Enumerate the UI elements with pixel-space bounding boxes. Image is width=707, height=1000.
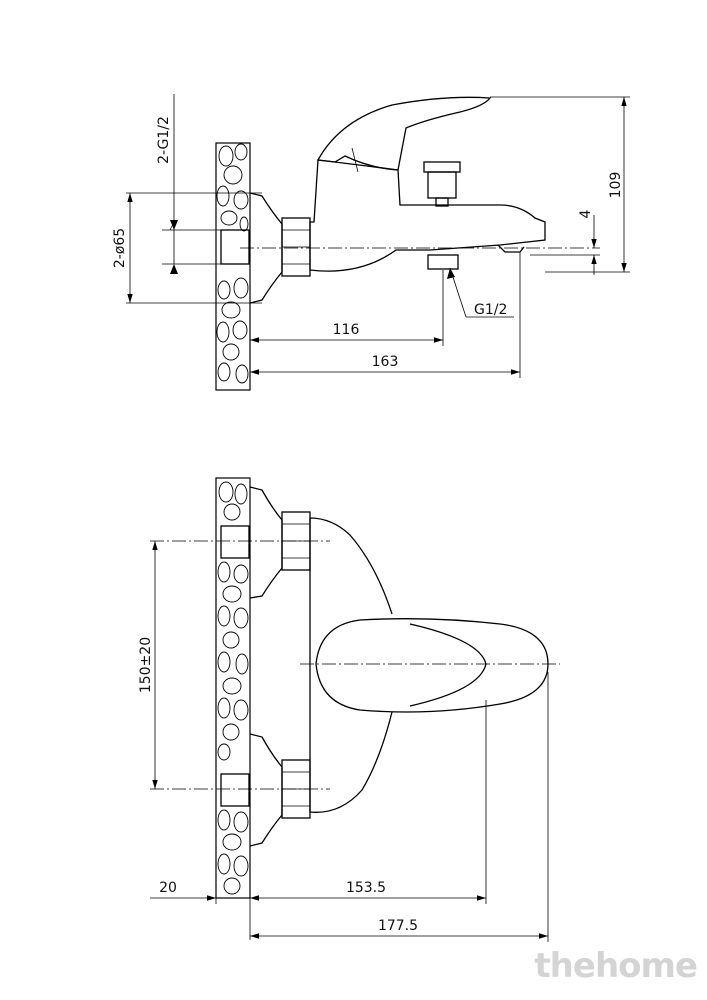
dim-to-handle: 153.5: [346, 880, 386, 896]
dim-outlet-thread: G1/2: [474, 302, 507, 318]
dim-wall: 20: [159, 880, 177, 896]
front-view: 150±20 20 153.5 177.5: [138, 477, 560, 942]
side-view: 2-ø65 2-G1/2 109 4 G1/2 116 163: [112, 94, 630, 391]
dim-total-height: 109: [608, 172, 624, 199]
watermark-logo: thehome: [534, 946, 698, 986]
front-wall: [215, 477, 251, 899]
dim-flange-diameter: 2-ø65: [112, 228, 128, 268]
side-hex-nut: [281, 217, 311, 277]
side-shower-outlet: [427, 254, 459, 270]
dim-total-depth-front: 177.5: [378, 918, 418, 934]
dim-inlet-spacing: 150±20: [138, 637, 154, 693]
side-diverter-knob: [423, 161, 461, 207]
dim-total-depth-side: 163: [372, 354, 399, 370]
front-flange-bottom: [249, 733, 283, 847]
front-faucet-body: [309, 517, 393, 813]
dim-inlet-thread: 2-G1/2: [156, 116, 172, 164]
dim-to-outlet: 116: [333, 322, 360, 338]
front-flange-top: [249, 486, 283, 599]
side-wall: [215, 142, 251, 391]
front-lever-handle: [315, 618, 549, 713]
dim-outlet-height: 4: [578, 209, 594, 218]
side-lever: [316, 96, 492, 171]
